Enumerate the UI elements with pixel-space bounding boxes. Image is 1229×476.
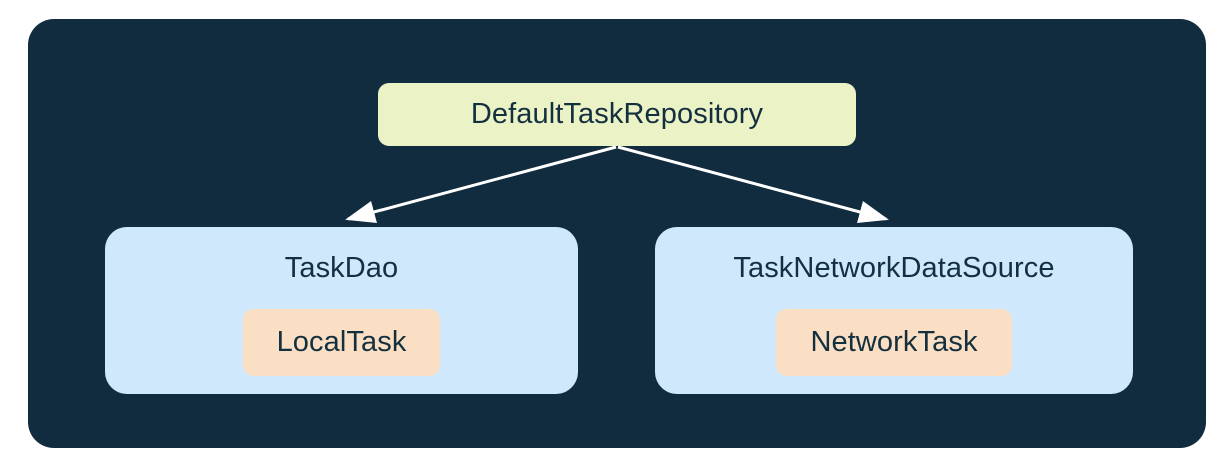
chip-local-task-label: LocalTask [276, 326, 407, 358]
node-task-dao[interactable]: TaskDao LocalTask [105, 227, 578, 394]
chip-network-task-label: NetworkTask [810, 326, 978, 358]
chip-local-task[interactable]: LocalTask [242, 309, 441, 376]
node-task-dao-label: TaskDao [284, 252, 399, 284]
node-task-network-data-source[interactable]: TaskNetworkDataSource NetworkTask [655, 227, 1133, 394]
node-root-label: DefaultTaskRepository [470, 98, 764, 130]
node-task-network-data-source-label: TaskNetworkDataSource [733, 252, 1055, 284]
node-default-task-repository[interactable]: DefaultTaskRepository [378, 83, 856, 146]
chip-network-task[interactable]: NetworkTask [776, 309, 1012, 376]
